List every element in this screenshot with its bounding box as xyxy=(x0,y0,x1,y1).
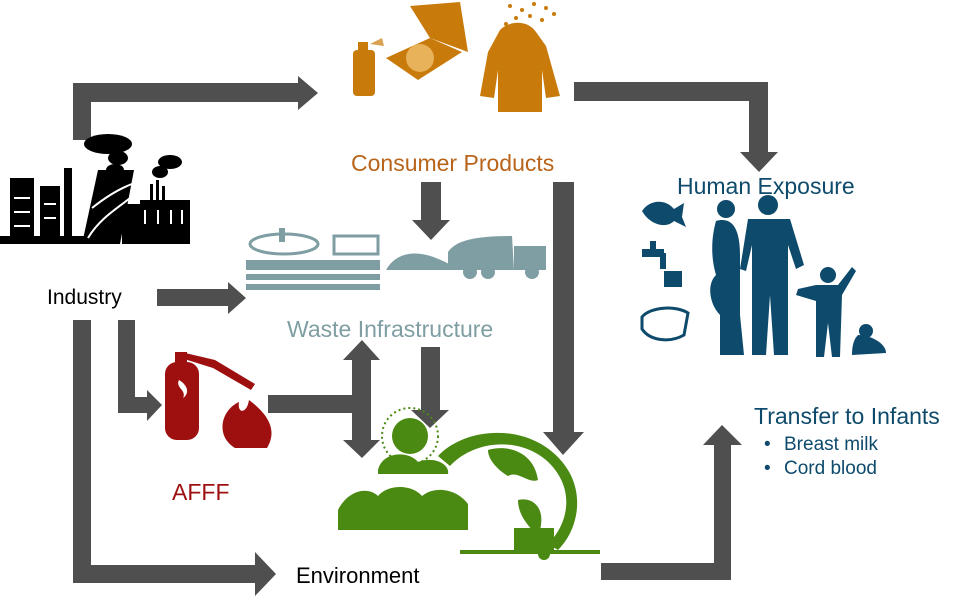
garbage-truck-icon xyxy=(448,236,546,279)
water-tap-icon xyxy=(642,241,682,287)
arrow-industry-to-waste xyxy=(157,282,246,314)
transfer-to-infants-bullets: Breast milk Cord blood xyxy=(758,433,878,481)
child-silhouette xyxy=(796,267,856,357)
factory-icon xyxy=(0,134,190,244)
industry-label: Industry xyxy=(47,286,122,309)
arrow-industry-to-afff xyxy=(118,320,162,421)
arrow-afff-to-waste-and-environment xyxy=(343,340,380,458)
dust-mask-icon xyxy=(640,306,690,342)
consumer-products-icons xyxy=(353,2,560,112)
waste-infrastructure-icons xyxy=(246,228,546,290)
water-droplets xyxy=(504,2,556,26)
arrow-industry-to-consumer xyxy=(73,76,318,140)
human-exposure-icons xyxy=(640,195,886,357)
arrow-environment-to-infants xyxy=(601,425,742,580)
landfill-icon xyxy=(386,253,456,270)
family-icon xyxy=(710,195,886,357)
globe-icon xyxy=(438,432,578,550)
consumer-products-label: Consumer Products xyxy=(351,150,555,176)
arrow-afff-connector xyxy=(268,395,356,413)
arrow-industry-to-environment xyxy=(73,320,276,596)
arrow-consumer-to-waste xyxy=(412,182,450,240)
wave-icon xyxy=(338,487,468,530)
afff-label: AFFF xyxy=(172,479,230,505)
spray-can-icon xyxy=(353,38,384,96)
rain-jacket-icon xyxy=(480,22,560,112)
flame-icon xyxy=(222,400,272,448)
afff-icons xyxy=(165,352,272,448)
bullet-breast-milk: Breast milk xyxy=(758,433,878,457)
arrow-consumer-to-human xyxy=(574,82,778,172)
wastewater-treatment-icon xyxy=(246,228,380,290)
baby-silhouette xyxy=(852,324,886,355)
fire-extinguisher-icon xyxy=(165,352,255,440)
man-silhouette xyxy=(740,195,804,355)
transfer-to-infants-label: Transfer to Infants xyxy=(754,403,940,429)
arrow-consumer-to-environment xyxy=(543,182,584,455)
environment-icons xyxy=(338,407,600,560)
sun-icon xyxy=(381,407,439,465)
fish-icon xyxy=(642,201,686,227)
human-exposure-label: Human Exposure xyxy=(677,173,855,199)
arrow-waste-to-environment xyxy=(411,347,449,428)
pizza-box-icon xyxy=(386,2,468,80)
waste-infrastructure-label: Waste Infrastructure xyxy=(287,316,494,342)
pregnant-woman-silhouette xyxy=(710,200,744,355)
cloud-icon xyxy=(378,454,449,474)
environment-label: Environment xyxy=(296,563,420,588)
bullet-cord-blood: Cord blood xyxy=(758,457,878,481)
harvester-icon xyxy=(460,528,600,560)
